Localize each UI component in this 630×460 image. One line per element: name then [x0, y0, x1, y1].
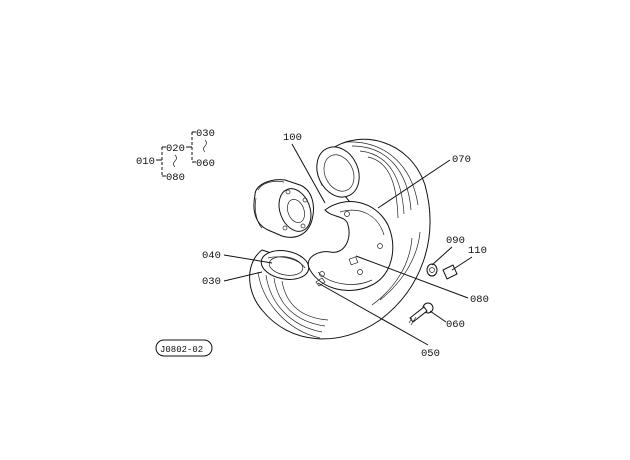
callout-070: 070 — [452, 154, 471, 166]
callouts: 100 070 090 110 040 030 080 060 050 — [202, 132, 489, 360]
rim-disc — [307, 201, 394, 291]
tire — [249, 138, 431, 340]
tree-label-060: 060 — [196, 158, 215, 170]
parts-tree: 010 020 080 030 060 — [136, 128, 215, 184]
callout-030: 030 — [202, 276, 221, 288]
tree-label-030: 030 — [196, 128, 215, 140]
callout-050: 050 — [421, 348, 440, 360]
tree-label-020: 020 — [166, 143, 185, 155]
tree-label-080: 080 — [166, 172, 185, 184]
callout-060: 060 — [446, 319, 465, 331]
callout-080: 080 — [470, 294, 489, 306]
callout-110: 110 — [468, 245, 487, 257]
code-badge-text: J0802-02 — [160, 345, 203, 355]
callout-040: 040 — [202, 250, 221, 262]
callout-100: 100 — [283, 132, 302, 144]
tree-label-010: 010 — [136, 156, 155, 168]
code-badge-frame — [155, 339, 213, 357]
callout-090: 090 — [446, 235, 465, 247]
code-badge: J0802-02 — [155, 339, 213, 357]
hub — [253, 179, 314, 238]
valve-parts — [408, 263, 458, 326]
